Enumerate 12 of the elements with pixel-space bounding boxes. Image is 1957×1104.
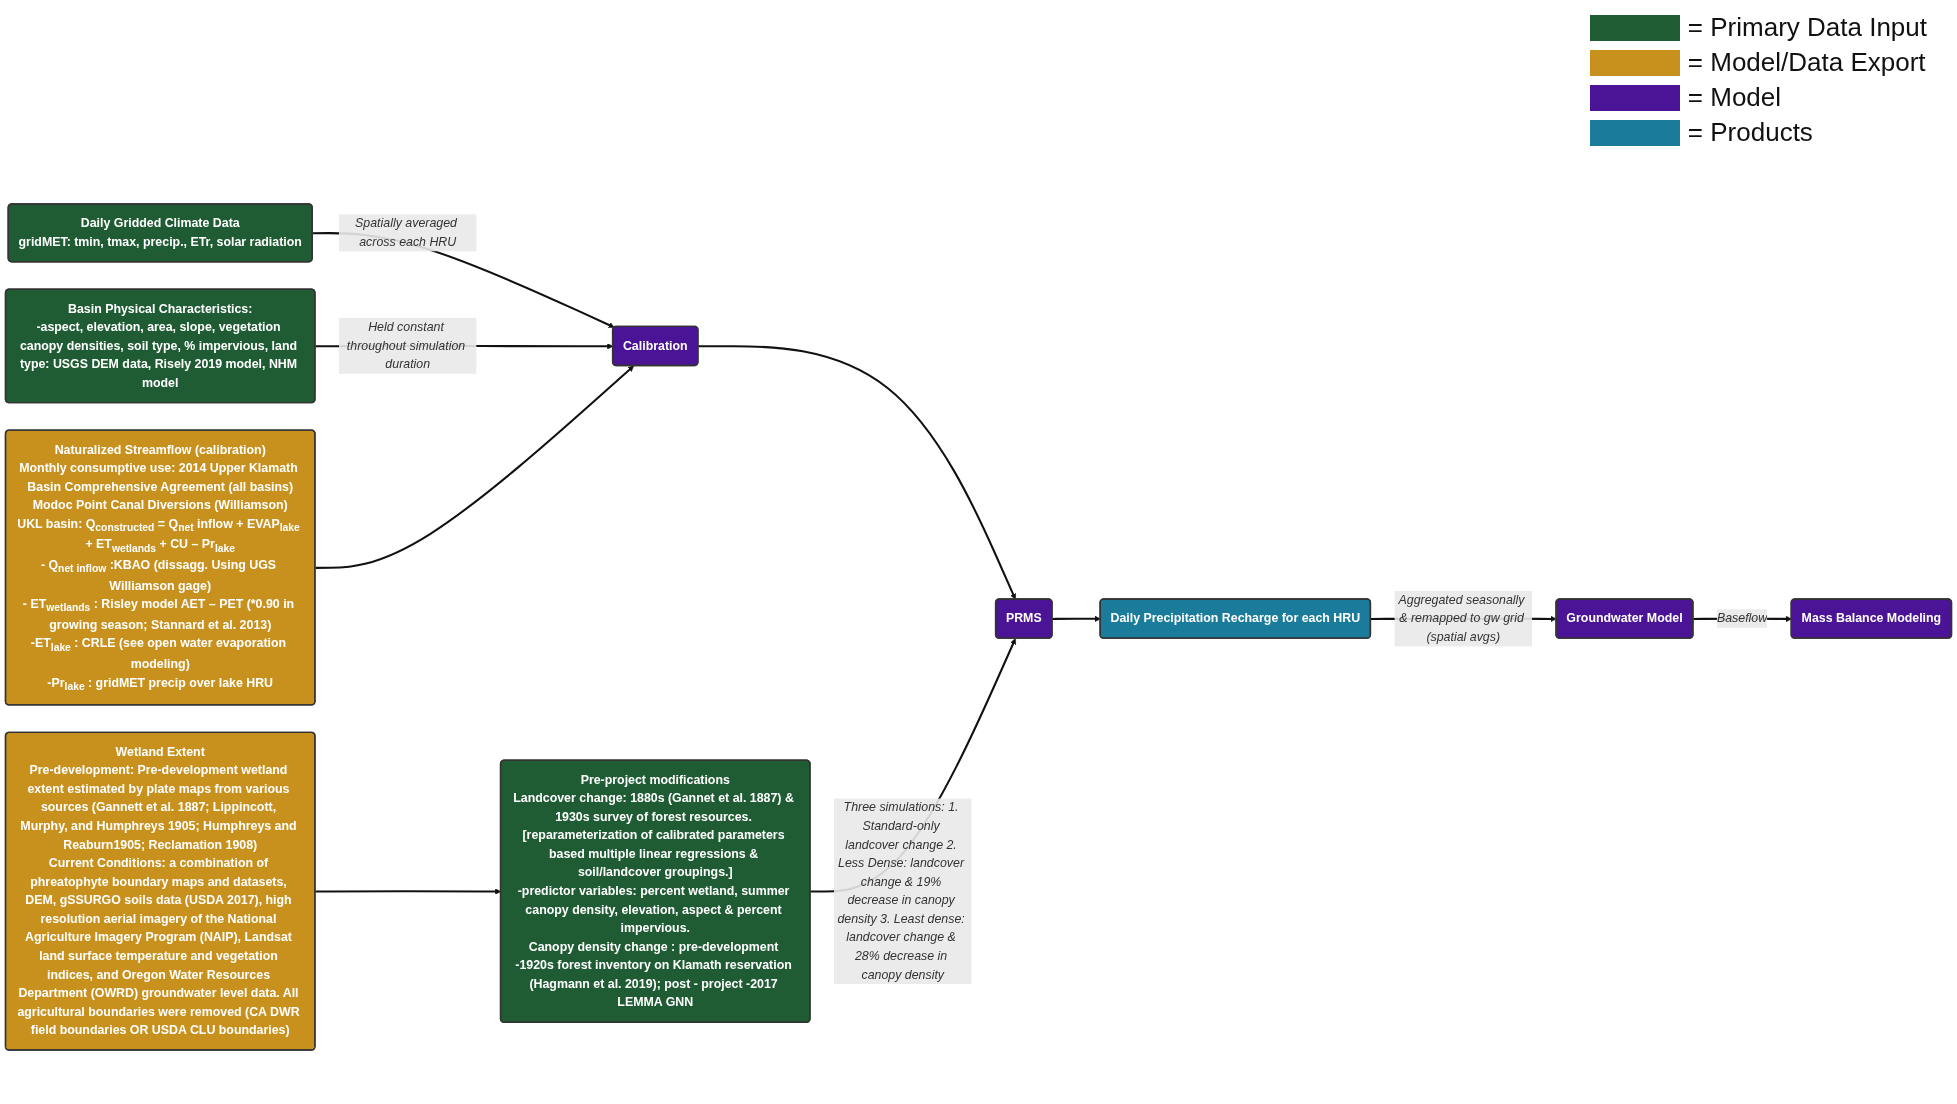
- legend-label: = Model: [1687, 82, 1782, 113]
- arrow: [698, 345, 1016, 600]
- legend-label: = Model/Data Export: [1687, 47, 1926, 78]
- edge-label: Held constant throughout simulation duration: [346, 320, 466, 372]
- arrow: [315, 365, 634, 569]
- edge-label: Baseflow: [1716, 611, 1768, 626]
- legend-label: = Primary Data Input: [1687, 12, 1927, 43]
- legend-label: = Products: [1687, 117, 1813, 148]
- edge-label: Three simulations: 1. Standard-only landcover change 2. Less Dense: landcover change & 19% decrease in canopy density 3. Least dense: landcover change & 28% decrease in canopy density: [837, 800, 965, 982]
- edge-label: Aggregated seasonally & remapped to gw grid (spatial avgs): [1398, 592, 1525, 644]
- edge-label: Spatially averaged across each HRU: [355, 216, 457, 249]
- arrow: [1052, 615, 1101, 622]
